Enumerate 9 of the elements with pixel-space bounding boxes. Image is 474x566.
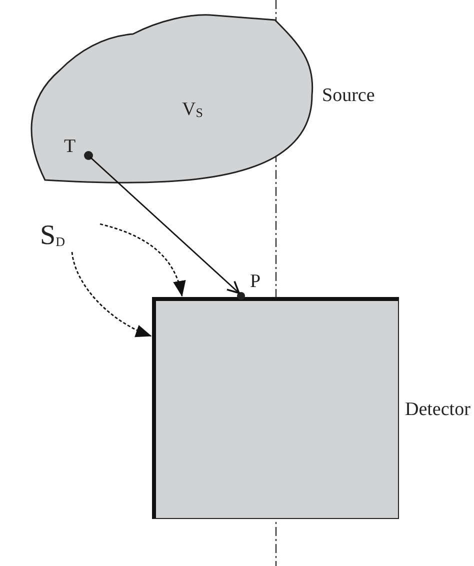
region-label: Detector [405,400,470,419]
arrow [90,156,240,294]
point-label: T [64,137,76,156]
region-label: V$_{S}$ [182,100,203,119]
dashed-arrow [100,223,185,297]
dashed-arrow [71,252,152,337]
detector-box [152,297,399,519]
point-label: P [250,272,261,291]
region-label: Source [322,86,375,105]
